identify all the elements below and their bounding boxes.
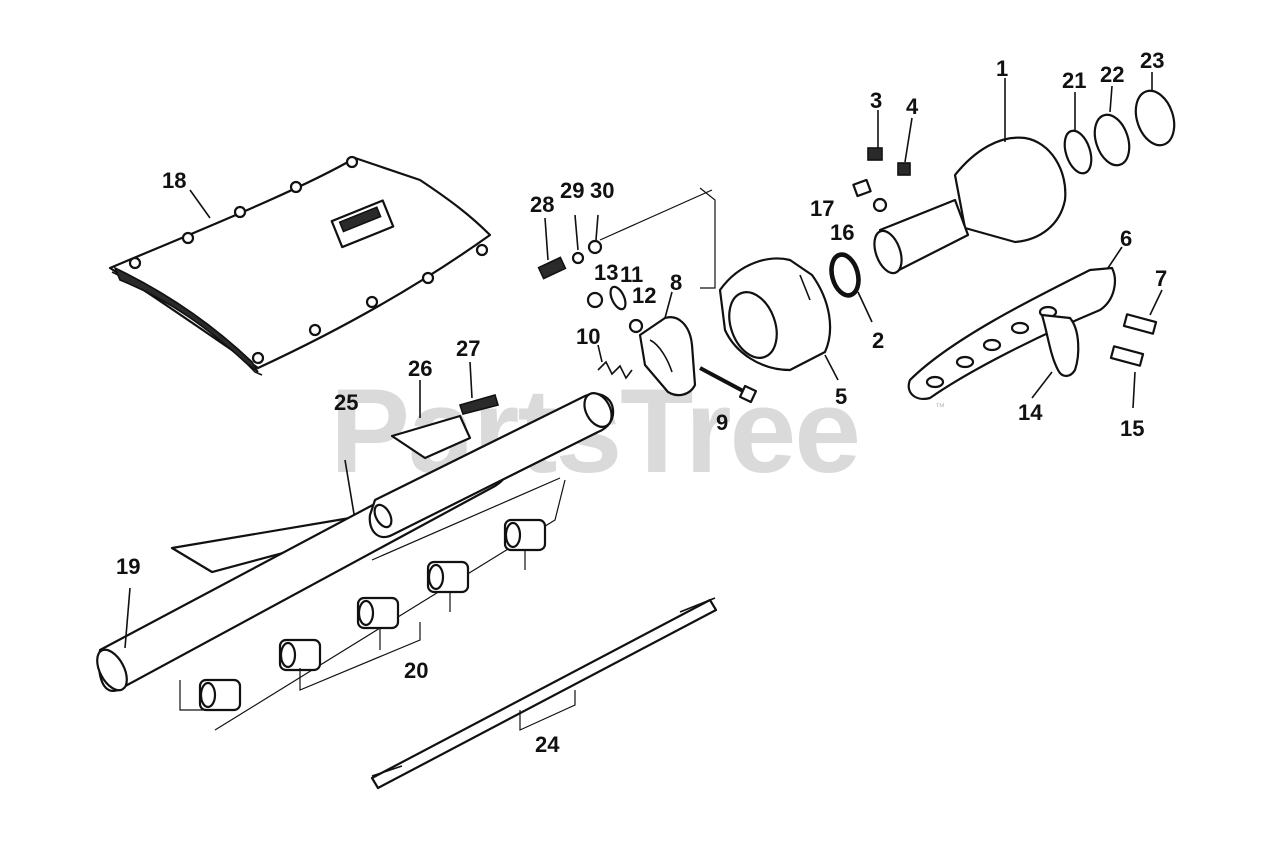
part-9-bolt[interactable] <box>699 366 758 404</box>
part-15-screw[interactable] <box>1109 345 1145 409</box>
part-28-screw[interactable] <box>537 217 567 280</box>
callout-18: 18 <box>162 168 186 193</box>
callout-16: 16 <box>830 220 854 245</box>
callout-14: 14 <box>1018 400 1043 425</box>
part-24-drive-shaft[interactable] <box>370 597 718 790</box>
part-5-gear-housing[interactable] <box>599 187 839 381</box>
callout-8: 8 <box>670 270 682 295</box>
callout-29: 29 <box>560 178 584 203</box>
part-1-gear-head[interactable] <box>869 78 1067 277</box>
part-4-nut[interactable] <box>897 117 913 176</box>
callout-30: 30 <box>590 178 614 203</box>
callout-19: 19 <box>116 554 140 579</box>
part-3-screw[interactable] <box>867 110 883 161</box>
callout-20: 20 <box>404 658 428 683</box>
bushing-2 <box>278 638 322 672</box>
callout-10: 10 <box>576 324 600 349</box>
callout-27: 27 <box>456 336 480 361</box>
part-7-screw[interactable] <box>1122 289 1163 335</box>
callout-22: 22 <box>1100 62 1124 87</box>
callout-3: 3 <box>870 88 882 113</box>
callout-9: 9 <box>716 410 728 435</box>
part-22-washer-ring[interactable] <box>1089 85 1136 170</box>
callout-24: 24 <box>535 732 560 757</box>
callout-25: 25 <box>334 390 358 415</box>
part-12-washer[interactable] <box>628 318 644 334</box>
part-20-bushings[interactable] <box>179 477 566 731</box>
part-10-spring[interactable] <box>597 344 633 380</box>
callout-23: 23 <box>1140 48 1164 73</box>
callout-21: 21 <box>1062 68 1086 93</box>
part-2-gasket[interactable] <box>826 250 873 323</box>
part-27-small-label[interactable] <box>458 361 500 415</box>
shield-rivets <box>128 155 489 365</box>
part-18-shield-plate[interactable] <box>108 155 492 376</box>
part-29-lockwasher[interactable] <box>571 214 585 265</box>
part-23-snap-ring[interactable] <box>1129 72 1181 150</box>
callout-7: 7 <box>1155 266 1167 291</box>
bracket-holes <box>925 305 1058 389</box>
callout-13: 13 <box>594 260 618 285</box>
callout-1: 1 <box>996 56 1008 81</box>
part-14-trigger[interactable] <box>1031 313 1080 399</box>
part-17-nut[interactable] <box>852 178 872 198</box>
part-16-washer[interactable] <box>872 197 888 213</box>
callout-15: 15 <box>1120 416 1144 441</box>
watermark-trademark: ™ <box>935 402 945 413</box>
callout-11: 11 <box>620 262 643 287</box>
callout-labels: 1 2 3 4 5 6 7 8 9 10 11 12 13 14 15 16 1… <box>116 48 1167 757</box>
part-30-washer[interactable] <box>587 214 603 255</box>
callout-28: 28 <box>530 192 554 217</box>
bushing-3 <box>356 596 400 630</box>
callout-4: 4 <box>906 94 919 119</box>
part-6-handle-bracket[interactable] <box>907 246 1123 400</box>
part-8-clamp[interactable] <box>638 291 697 397</box>
callout-17: 17 <box>810 196 834 221</box>
callout-12: 12 <box>632 283 656 308</box>
callout-6: 6 <box>1120 226 1132 251</box>
bushing-1 <box>198 678 242 712</box>
part-26-inner-tube[interactable] <box>368 380 617 539</box>
callout-26: 26 <box>408 356 432 381</box>
part-21-retaining-ring[interactable] <box>1060 92 1096 177</box>
bushing-5 <box>503 518 547 552</box>
part-13-nut[interactable] <box>586 291 604 309</box>
part-11-pin[interactable] <box>607 285 628 312</box>
bushing-4 <box>426 560 470 594</box>
callout-5: 5 <box>835 384 847 409</box>
callout-2: 2 <box>872 328 884 353</box>
